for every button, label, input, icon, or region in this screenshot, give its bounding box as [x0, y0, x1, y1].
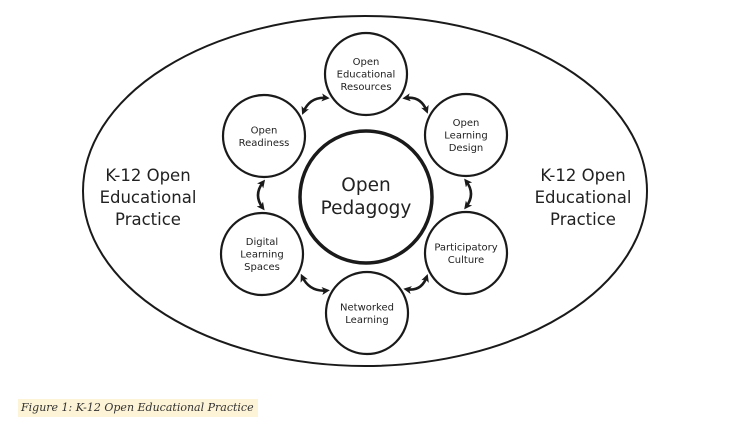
double-arrow-3	[403, 273, 429, 294]
node-circle	[219, 211, 305, 297]
node-label-line: Digital	[246, 237, 278, 248]
node-circle	[323, 31, 409, 117]
node-circle	[423, 92, 509, 178]
side-label-left-line-3: Practice	[115, 210, 181, 229]
node-label-line: Design	[449, 143, 484, 154]
double-arrow-2	[464, 178, 473, 210]
center-node-open-pedagogy: Open Pedagogy	[298, 129, 434, 265]
node-label-line: Networked	[340, 302, 394, 313]
k12-oep-diagram: K-12 Open Educational Practice K-12 Open…	[82, 15, 648, 367]
node-label-line: Spaces	[244, 262, 280, 273]
center-label-line-2: Pedagogy	[321, 198, 412, 219]
node-label-line: Resources	[340, 82, 391, 93]
side-label-right: K-12 Open Educational Practice	[535, 166, 632, 229]
node-label-line: Open	[353, 57, 380, 68]
side-label-right-line-2: Educational	[535, 188, 632, 207]
side-label-left-line-1: K-12 Open	[105, 166, 190, 185]
node-label-line: Learning	[240, 250, 283, 261]
node-circle	[221, 93, 307, 179]
center-label-line-1: Open	[341, 175, 390, 196]
node-label-line: Educational	[337, 70, 396, 81]
node-circle	[324, 270, 410, 356]
node-label-line: Learning	[345, 315, 388, 326]
figure-caption: Figure 1: K-12 Open Educational Practice	[18, 399, 258, 417]
double-arrow-6	[301, 93, 330, 115]
side-label-right-line-1: K-12 Open	[540, 166, 625, 185]
double-arrow-4	[300, 273, 330, 295]
node-label-line: Learning	[444, 131, 487, 142]
double-arrow-1	[402, 93, 429, 114]
side-label-left: K-12 Open Educational Practice	[100, 166, 197, 229]
side-label-left-line-2: Educational	[100, 188, 197, 207]
node-label-line: Culture	[448, 255, 484, 266]
node-label-line: Open	[251, 125, 278, 136]
node-layer: OpenEducationalResourcesOpenLearningDesi…	[219, 31, 509, 356]
outer-ellipse	[82, 15, 648, 367]
node-label-line: Readiness	[239, 138, 290, 149]
center-circle	[298, 129, 434, 265]
node-circle	[423, 210, 509, 296]
arrow-layer	[256, 93, 473, 295]
side-label-right-line-3: Practice	[550, 210, 616, 229]
double-arrow-5	[256, 179, 266, 211]
node-label-line: Participatory	[434, 242, 497, 253]
node-label-line: Open	[453, 118, 480, 129]
